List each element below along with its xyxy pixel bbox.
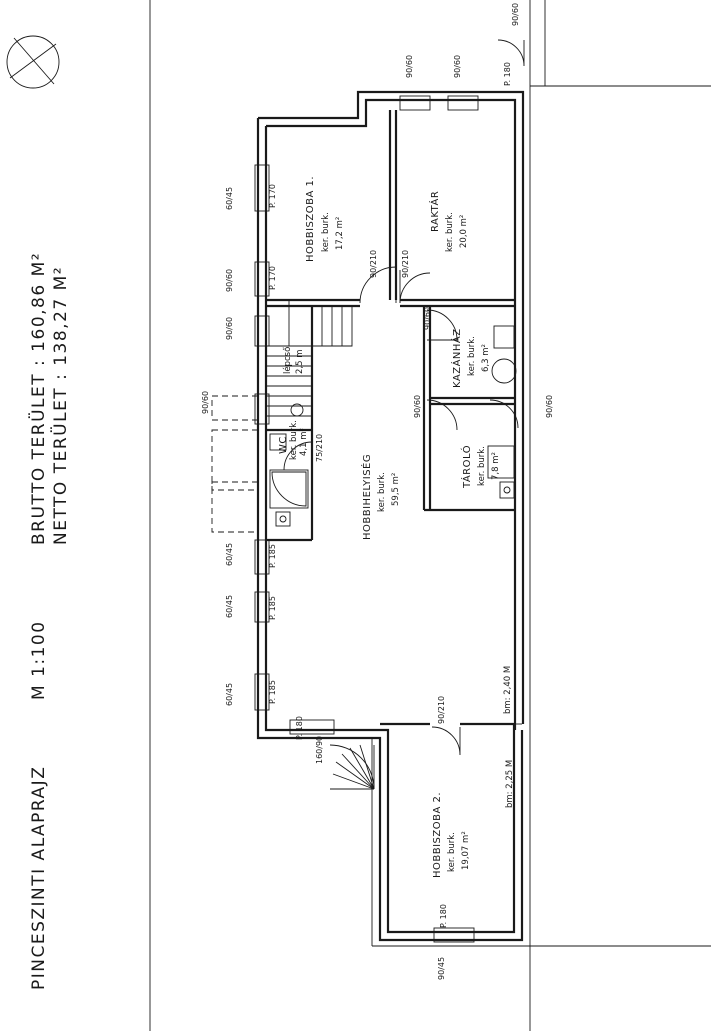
internal-staircase xyxy=(265,300,353,431)
room-kazanhaz: KAZÁNHÁZ ker. burk. 6,3 m² xyxy=(450,328,491,388)
svg-text:59,5 m²: 59,5 m² xyxy=(391,473,401,506)
svg-text:90/210: 90/210 xyxy=(401,250,410,278)
room-hobbiszoba-2: HOBBISZOBA 2. ker. burk. 19,07 m² xyxy=(432,792,471,878)
svg-text:90/60: 90/60 xyxy=(225,317,234,340)
svg-text:160/90: 160/90 xyxy=(315,736,324,764)
room-tarolo: TÁROLÓ ker. burk. 7,8 m² xyxy=(460,445,501,489)
dimension-labels: 90/60 90/60 90/60 90/210 90/210 90/60 90… xyxy=(201,3,554,980)
svg-text:HOBBISZOBA 2.: HOBBISZOBA 2. xyxy=(432,792,443,878)
svg-text:P. 185: P. 185 xyxy=(268,596,277,620)
svg-text:P. 180: P. 180 xyxy=(439,904,448,928)
north-arrow-icon xyxy=(6,35,60,89)
svg-text:P. 180: P. 180 xyxy=(503,62,512,86)
svg-text:HOBBIHELYISÉG: HOBBIHELYISÉG xyxy=(360,454,373,540)
svg-text:P. 180: P. 180 xyxy=(295,716,304,740)
svg-text:ker. burk.: ker. burk. xyxy=(289,420,299,460)
svg-text:90/210: 90/210 xyxy=(437,696,446,724)
windows xyxy=(254,95,479,943)
svg-text:7,8 m²: 7,8 m² xyxy=(491,452,501,480)
sanitary-fixtures xyxy=(269,325,517,527)
svg-text:6,3 m²: 6,3 m² xyxy=(481,344,491,372)
svg-text:P. 185: P. 185 xyxy=(268,544,277,568)
svg-text:75/210: 75/210 xyxy=(315,434,324,462)
ceiling-height-main: bm: 2,40 M xyxy=(503,666,513,714)
plan-title: PINCESZINTI ALAPRAJZ xyxy=(29,766,49,990)
svg-text:90/60: 90/60 xyxy=(545,395,554,418)
svg-text:17,2 m²: 17,2 m² xyxy=(335,217,345,250)
svg-text:19,07 m²: 19,07 m² xyxy=(461,831,471,870)
net-area-label: NETTO TERÜLET : 138,27 M² xyxy=(49,266,71,545)
room-raktar: RAKTÁR ker. burk. 20,0 m² xyxy=(428,191,469,252)
ceiling-height-room2: bm: 2,25 M xyxy=(505,760,515,808)
svg-text:90/45: 90/45 xyxy=(437,957,446,980)
interior-walls xyxy=(266,110,514,726)
svg-text:ker. burk.: ker. burk. xyxy=(477,446,487,486)
svg-text:60/45: 60/45 xyxy=(225,187,234,210)
svg-text:RAKTÁR: RAKTÁR xyxy=(428,191,441,232)
svg-text:60/45: 60/45 xyxy=(225,543,234,566)
svg-text:ker. burk.: ker. burk. xyxy=(467,336,477,376)
svg-text:90/60: 90/60 xyxy=(453,55,462,78)
window-wells xyxy=(211,395,259,533)
svg-text:P. 170: P. 170 xyxy=(268,184,277,208)
room-hobbihelyiseg: HOBBIHELYISÉG ker. burk. 59,5 m² xyxy=(360,454,401,540)
svg-text:60/45: 60/45 xyxy=(225,683,234,706)
svg-text:WC: WC xyxy=(278,436,289,454)
svg-text:90/60: 90/60 xyxy=(201,391,210,414)
outer-walls xyxy=(256,0,711,1031)
svg-text:TÁROLÓ: TÁROLÓ xyxy=(460,445,473,489)
stair-label: lépcső xyxy=(282,347,293,374)
svg-text:ker. burk.: ker. burk. xyxy=(377,472,387,512)
svg-text:ker. burk.: ker. burk. xyxy=(321,212,331,252)
svg-text:90/60: 90/60 xyxy=(413,395,422,418)
svg-text:90/60: 90/60 xyxy=(405,55,414,78)
svg-text:90/60: 90/60 xyxy=(511,3,520,26)
scale-label: M 1:100 xyxy=(29,620,49,700)
svg-text:P. 170: P. 170 xyxy=(268,266,277,290)
svg-text:ker. burk.: ker. burk. xyxy=(447,832,457,872)
svg-text:KAZÁNHÁZ: KAZÁNHÁZ xyxy=(450,328,463,388)
svg-text:90/210: 90/210 xyxy=(369,250,378,278)
svg-text:90/60: 90/60 xyxy=(225,269,234,292)
svg-text:90/60: 90/60 xyxy=(423,307,432,330)
room-wc: WC ker. burk. 4,1 m² xyxy=(278,420,309,460)
room-hobbiszoba-1: HOBBISZOBA 1. ker. burk. 17,2 m² xyxy=(305,176,345,262)
svg-text:4,1 m²: 4,1 m² xyxy=(299,428,309,456)
gross-area-label: BRUTTO TERÜLET : 160,86 M² xyxy=(27,252,49,545)
svg-text:HOBBISZOBA 1.: HOBBISZOBA 1. xyxy=(305,176,316,262)
stair-dim-label: 2,5 m xyxy=(295,350,305,375)
doors xyxy=(283,39,525,756)
svg-text:P. 185: P. 185 xyxy=(268,680,277,704)
svg-text:ker. burk.: ker. burk. xyxy=(445,212,455,252)
svg-text:20,0 m²: 20,0 m² xyxy=(459,215,469,248)
external-spiral-stair xyxy=(329,744,375,790)
svg-text:60/45: 60/45 xyxy=(225,595,234,618)
